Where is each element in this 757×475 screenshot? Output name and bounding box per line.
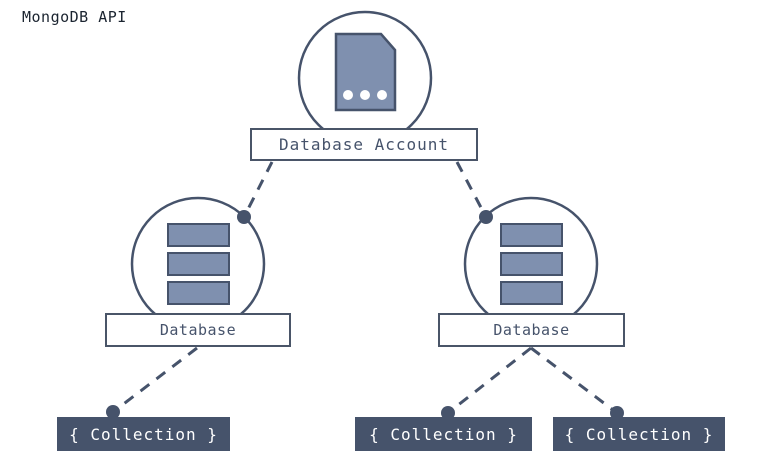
connector-dot-collection-2 <box>441 406 455 420</box>
node-label-database-account[interactable]: Database Account <box>250 128 478 161</box>
node-label-database-left[interactable]: Database <box>105 313 291 347</box>
connector-dot-collection-3 <box>610 406 624 420</box>
connector-database-right-to-collection-2 <box>447 346 532 415</box>
connector-database-right-to-collection-3 <box>530 346 618 415</box>
connector-account-to-database-right <box>455 161 488 218</box>
connector-database-left-to-collection-1 <box>112 346 198 414</box>
connector-dot-database-left <box>237 210 251 224</box>
page-title: MongoDB API <box>22 8 127 26</box>
node-label-database-right[interactable]: Database <box>438 313 625 347</box>
database-stack-icon-right <box>500 223 563 305</box>
connector-account-to-database-left <box>242 161 274 218</box>
connector-dot-database-right <box>479 210 493 224</box>
connector-dot-collection-1 <box>106 405 120 419</box>
collection-chip-3[interactable]: { Collection } <box>553 417 725 451</box>
collection-chip-1[interactable]: { Collection } <box>57 417 230 451</box>
connector-group <box>112 161 618 415</box>
database-stack-icon-left <box>167 223 230 305</box>
connector-dot-group <box>106 210 624 420</box>
document-icon <box>334 32 397 112</box>
collection-chip-2[interactable]: { Collection } <box>355 417 532 451</box>
